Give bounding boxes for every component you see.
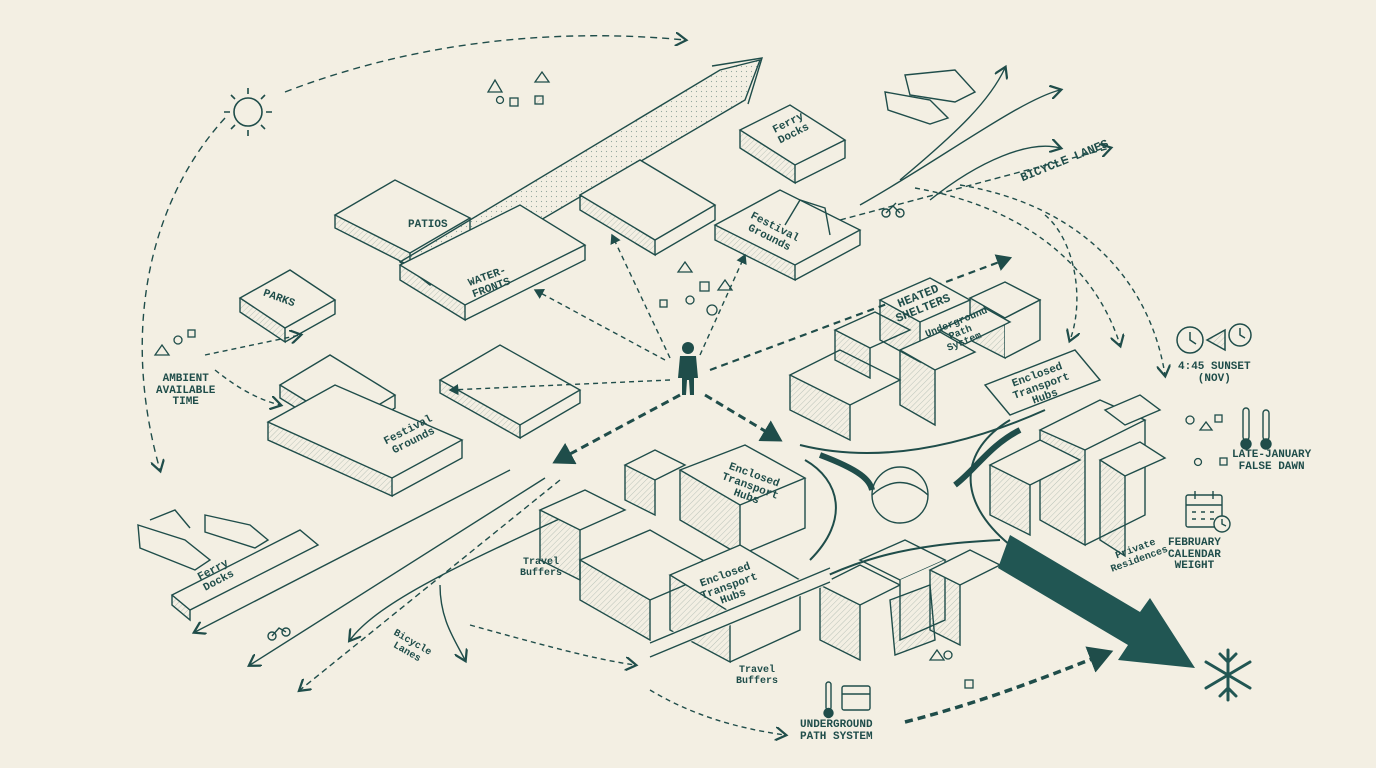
decorative-symbols	[153, 70, 1228, 689]
february-bold-arrow	[904, 646, 1114, 724]
ferry-docks-left-block	[170, 529, 320, 622]
label-false-dawn: LATE-JANUARY FALSE DAWN	[1232, 449, 1312, 473]
label-travel-buffers-left: Travel Buffers	[520, 557, 563, 579]
bicycle-icon	[267, 202, 905, 641]
waterfronts-block	[398, 204, 587, 322]
clock-icon	[1176, 323, 1252, 354]
center-top-block	[578, 159, 717, 257]
label-patios: PATIOS	[408, 219, 448, 231]
thermometer-icon	[823, 407, 1272, 719]
sun-icon	[224, 88, 272, 136]
playground-block	[438, 344, 582, 440]
ferry-docks-top-block	[738, 104, 847, 185]
central-road	[799, 409, 1046, 454]
ferry-boats-left	[137, 509, 270, 571]
label-february-weight: FEBRUARY CALENDAR WEIGHT	[1168, 537, 1221, 573]
label-ambient-available-time: AMBIENT AVAILABLE TIME	[156, 373, 216, 409]
snowflake-icon	[1204, 648, 1252, 702]
right-building-cluster	[788, 277, 1167, 558]
label-underground-path-system: UNDERGROUND PATH SYSTEM	[800, 719, 873, 743]
person-icon	[678, 342, 698, 395]
central-rotunda	[871, 466, 929, 524]
underground-tube	[646, 567, 834, 658]
parks-block	[238, 269, 337, 344]
festival-grounds-left-block	[266, 384, 464, 498]
sun-arc-top	[284, 36, 685, 93]
winter-arrow	[998, 535, 1195, 668]
festival-grounds-top-block	[713, 189, 862, 282]
center-bottom-cluster	[538, 444, 1002, 664]
sun-arc-left	[141, 117, 226, 470]
calendar-icon	[841, 491, 1231, 711]
label-travel-buffers-bottom: Travel Buffers	[736, 665, 779, 687]
label-sunset: 4:45 SUNSET (NOV)	[1178, 361, 1251, 385]
ferry-boats-top	[884, 69, 977, 125]
